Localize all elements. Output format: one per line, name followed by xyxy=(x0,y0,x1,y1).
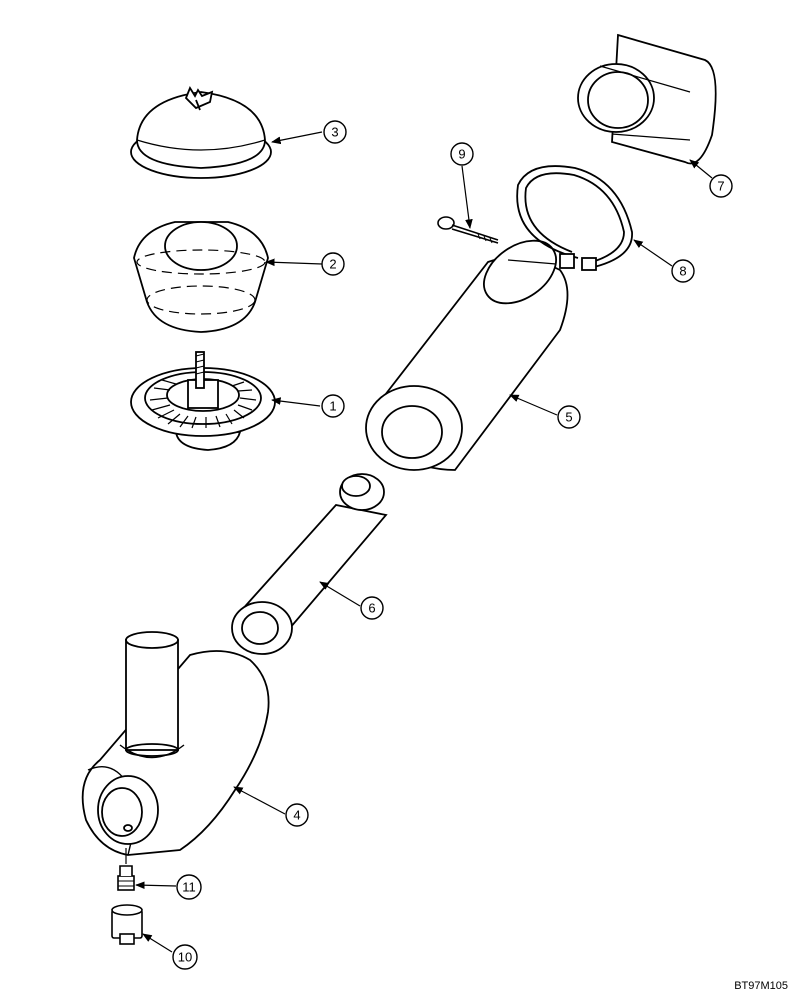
callout-4: 4 xyxy=(285,803,309,827)
callout-8-label: 8 xyxy=(679,264,686,279)
callout-11: 11 xyxy=(176,874,202,900)
callout-3: 3 xyxy=(323,120,347,144)
callout-2-label: 2 xyxy=(329,257,336,272)
callout-leaders xyxy=(135,131,713,953)
callout-9-label: 9 xyxy=(458,147,465,162)
callout-11-label: 11 xyxy=(182,880,196,895)
part-7-sleeve xyxy=(577,33,717,165)
callout-4-label: 4 xyxy=(293,808,300,823)
callout-10: 10 xyxy=(172,944,198,970)
callout-9: 9 xyxy=(450,142,474,166)
callout-1-label: 1 xyxy=(329,399,336,414)
callout-8: 8 xyxy=(671,259,695,283)
drawing-code: BT97M105 xyxy=(734,980,788,992)
part-2-bowl xyxy=(133,221,269,333)
callout-6-label: 6 xyxy=(368,601,375,616)
callout-7: 7 xyxy=(709,174,733,198)
callout-5-label: 5 xyxy=(565,410,572,425)
callout-2: 2 xyxy=(321,252,345,276)
callout-7-label: 7 xyxy=(717,179,724,194)
callout-3-label: 3 xyxy=(331,125,338,140)
part-6-inner-filter xyxy=(231,473,388,655)
part-5-outer-filter xyxy=(365,239,569,471)
part-11-fitting xyxy=(117,848,135,891)
part-8-clamp xyxy=(516,165,633,271)
part-1-base xyxy=(130,351,276,451)
callout-6: 6 xyxy=(360,596,384,620)
callout-10-label: 10 xyxy=(178,950,192,965)
part-9-bolt xyxy=(437,216,499,244)
callout-1: 1 xyxy=(321,394,345,418)
part-10-valve xyxy=(111,904,143,945)
part-3-cover xyxy=(130,86,272,179)
callout-5: 5 xyxy=(557,405,581,429)
part-4-housing xyxy=(81,631,270,856)
